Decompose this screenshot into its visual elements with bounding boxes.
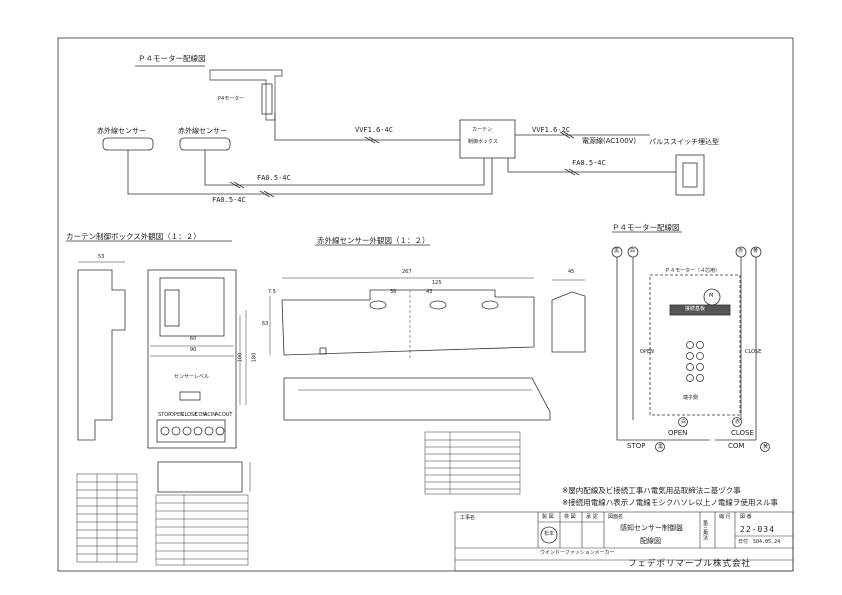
circle-white: 白 — [681, 419, 687, 425]
terminal-acout: ACOUT — [215, 412, 233, 418]
sensor2-label: 赤外線センサー — [178, 127, 227, 135]
spec-table-left — [76, 473, 138, 563]
com-wire: 黄 — [763, 444, 769, 450]
col-made: 製 図 — [542, 514, 554, 520]
cable-sensor1: FA0.5-4C — [257, 174, 291, 182]
sensor1-label: 赤外線センサー — [97, 127, 146, 135]
box-front-view — [147, 269, 237, 449]
sensor-outline-title: 赤外線センサー外観図（１：２） — [317, 236, 430, 245]
wire-yellow: 黄 — [753, 248, 759, 254]
sensor2-shape — [179, 137, 231, 151]
cable-sensor2: FA0.5-4C — [212, 196, 246, 204]
box-dim-100: 100 — [237, 352, 244, 363]
sensor-dim-267: 267 — [402, 269, 412, 275]
motor-dashed-box — [649, 274, 741, 416]
box-side-view — [77, 269, 126, 441]
bottom-open-label: OPEN — [668, 429, 688, 437]
date-label: 日付 — [738, 539, 749, 545]
terminal-close: CLOSE — [181, 412, 198, 418]
terminal-block-bar — [669, 304, 731, 316]
control-box-label-2: 制御ボックス — [468, 139, 498, 145]
stop-wire: 黒 — [658, 444, 664, 450]
terminal-side-label: 端子側 — [683, 395, 699, 401]
sensor-end-view — [551, 291, 586, 353]
sensor-dim-36: 36 — [390, 289, 397, 295]
box-outline-title: カーテン制御ボックス外観図（１：２） — [66, 232, 201, 241]
stop-label: STOP — [627, 442, 646, 450]
drawing-number: 22-034 — [740, 525, 775, 534]
col-approve: 承 認 — [586, 514, 598, 520]
drawing-name-1: 感知センサー制御盤 — [620, 524, 683, 532]
com-label: COM — [728, 442, 745, 450]
terminal-open: OPEN — [170, 412, 184, 418]
box-dim-180: 180 — [251, 352, 258, 363]
terminal-com: COM — [195, 412, 207, 418]
cable-motor: VVF1.6-4C — [355, 126, 393, 134]
motor-open-label: OPEN — [640, 349, 654, 355]
sensor-side-view — [281, 289, 535, 356]
col-drawing-name: 図面名 — [608, 514, 624, 520]
col-check: 検 図 — [564, 514, 576, 520]
motor-close-label: CLOSE — [745, 349, 762, 355]
scale-value: 第三角法 — [702, 520, 708, 540]
motor-terminal-grid — [686, 341, 704, 382]
motor-shape — [261, 83, 273, 115]
switch-shape — [675, 154, 705, 196]
sensor-dim-45: 45 — [568, 269, 575, 275]
note-1: ※屋内配線及ビ接続工事ハ電気用品取締法ニ基ヅク事 — [562, 486, 741, 495]
sensor-dim-125: 125 — [432, 280, 442, 286]
col-number: 図 番 — [740, 514, 752, 520]
sensor-dim-63: 63 — [262, 321, 269, 327]
spec-table-center — [155, 494, 249, 566]
project-label: 工事名 — [460, 515, 476, 521]
stamp-text: 松本 — [544, 531, 555, 537]
circle-red: 赤 — [735, 419, 741, 425]
note-2: ※接続用電線ハ表示ノ電線モシクハソレ以上ノ電線ヲ使用スル事 — [562, 498, 778, 507]
box-dim-60: 60 — [190, 336, 197, 342]
motor-symbol: M — [709, 293, 714, 299]
company-name: フェデポリマーブル株式会社 — [628, 559, 751, 569]
sensor-dim-43: 43 — [426, 289, 433, 295]
switch-label: パルススイッチ埋込型 — [649, 138, 719, 146]
control-box-label-1: カーテン — [472, 127, 493, 133]
wiring-title: Ｐ４モーター配線図 — [138, 54, 206, 63]
terminal-stop: STOP — [158, 412, 172, 418]
box-dim-90: 90 — [190, 347, 197, 353]
motor-header: Ｐ４モーター（４芯用） — [665, 268, 721, 274]
maker-label: ウインドーファッションメーカー — [540, 550, 615, 556]
terminal-row — [156, 419, 226, 443]
sensor-dim-7-5: 7.5 — [268, 289, 276, 295]
motor-wiring-title: Ｐ４モーター配線図 — [612, 223, 680, 232]
cable-power: VVF1.6-2C — [532, 126, 570, 134]
approval-stamp — [540, 526, 558, 544]
sensor-bottom-view — [283, 377, 551, 421]
motor-label: P4モーター — [218, 96, 245, 102]
box-top-view — [157, 461, 243, 493]
col-scale: 縮 尺 — [719, 514, 731, 520]
terminal-acin: ACIN — [204, 412, 217, 418]
drawing-name-2: 配線図 — [640, 537, 661, 545]
bottom-close-label: CLOSE — [731, 429, 754, 437]
wire-red: 赤 — [738, 248, 744, 254]
power-label: 電源線(AC100V) — [582, 137, 637, 145]
sensor1-shape — [102, 137, 154, 151]
cable-switch: FA0.5-4C — [572, 159, 606, 167]
pcb-label: センサーレベル — [174, 374, 210, 380]
wire-black: 黒 — [614, 248, 620, 254]
spec-table-sensor — [424, 431, 521, 495]
box-dim-width: 53 — [98, 254, 105, 260]
title-block-grid — [454, 511, 794, 572]
control-box-shape — [459, 119, 516, 159]
terminal-block-label: 接続基板 — [685, 306, 706, 312]
border-frame — [57, 37, 794, 572]
wire-white: 白 — [630, 248, 636, 254]
date-value: S04.05.24 — [753, 539, 781, 545]
